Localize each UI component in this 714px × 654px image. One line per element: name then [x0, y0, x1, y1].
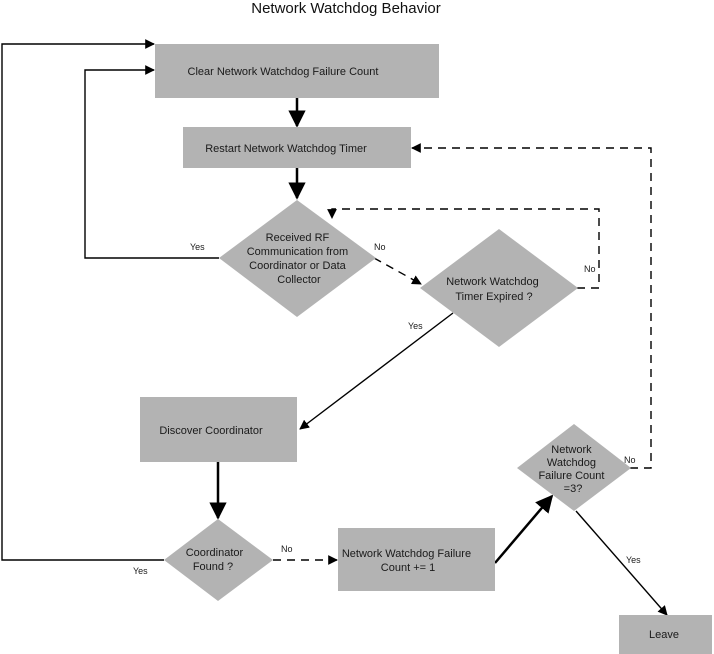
label-expired: Network Watchdog Timer Expired ? [446, 276, 542, 303]
edge-label-failcount-yes: Yes [626, 555, 641, 565]
node-restart-timer [183, 127, 411, 168]
edge-increment-failcount [494, 494, 554, 564]
edge-expired-yes [299, 312, 454, 430]
edge-label-received-yes: Yes [190, 242, 205, 252]
label-leave: Leave [649, 629, 679, 641]
node-clear-failure-count [155, 44, 439, 98]
node-leave [619, 615, 712, 654]
label-failcount-line: Network [551, 444, 592, 456]
edge-label-found-yes: Yes [133, 566, 148, 576]
label-found: Coordinator Found ? [186, 547, 247, 573]
node-failure-count-check [517, 424, 631, 511]
label-clear-line: Clear Network Watchdog Failure Count [188, 66, 379, 78]
node-discover-coordinator [140, 397, 297, 462]
diagram-title: Network Watchdog Behavior [251, 0, 441, 17]
edge-found-yes [1, 39, 164, 561]
label-received-line: Collector [277, 274, 321, 286]
edge-label-expired-no: No [584, 264, 596, 274]
label-received-line: Received RF [266, 232, 330, 244]
label-failcount-line: Failure Count [538, 470, 604, 482]
edge-label-found-no: No [281, 544, 293, 554]
node-coordinator-found [164, 519, 273, 601]
edges [1, 39, 668, 616]
label-increment: Network Watchdog Failure Count += 1 [342, 548, 474, 574]
label-failcount: Network Watchdog Failure Count =3? [538, 444, 607, 495]
label-received-line: Communication from [247, 246, 348, 258]
label-received: Received RF Communication from Coordinat… [247, 232, 352, 286]
edge-label-failcount-no: No [624, 455, 636, 465]
label-received-line: Coordinator or Data [249, 260, 346, 272]
edge-expired-no [327, 208, 600, 289]
node-received-rf [219, 200, 376, 317]
label-restart: Restart Network Watchdog Timer [205, 143, 367, 155]
label-increment-line: Count += 1 [381, 562, 435, 574]
node-labels: Clear Network Watchdog Failure Count Res… [159, 66, 679, 641]
label-discover: Discover Coordinator [159, 425, 263, 437]
label-discover-line: Discover Coordinator [159, 425, 263, 437]
edge-received-yes [84, 65, 219, 259]
label-expired-line: Timer Expired ? [455, 291, 532, 303]
label-increment-line: Network Watchdog Failure [342, 548, 471, 560]
label-failcount-line: Watchdog [547, 457, 596, 469]
edge-received-no [373, 257, 422, 285]
label-found-line: Coordinator [186, 547, 244, 559]
label-failcount-line: =3? [564, 483, 583, 495]
edge-label-expired-yes: Yes [408, 321, 423, 331]
label-expired-line: Network Watchdog [446, 276, 539, 288]
label-restart-line: Restart Network Watchdog Timer [205, 143, 367, 155]
edge-label-received-no: No [374, 242, 386, 252]
edge-labels: Yes No No Yes No Yes No Yes [133, 242, 641, 576]
label-found-line: Found ? [193, 561, 233, 573]
label-clear: Clear Network Watchdog Failure Count [188, 66, 379, 78]
node-increment-failure-count [338, 528, 495, 591]
nodes [140, 44, 712, 654]
label-leave-line: Leave [649, 629, 679, 641]
node-timer-expired [420, 229, 578, 347]
edge-failcount-yes [575, 510, 668, 616]
